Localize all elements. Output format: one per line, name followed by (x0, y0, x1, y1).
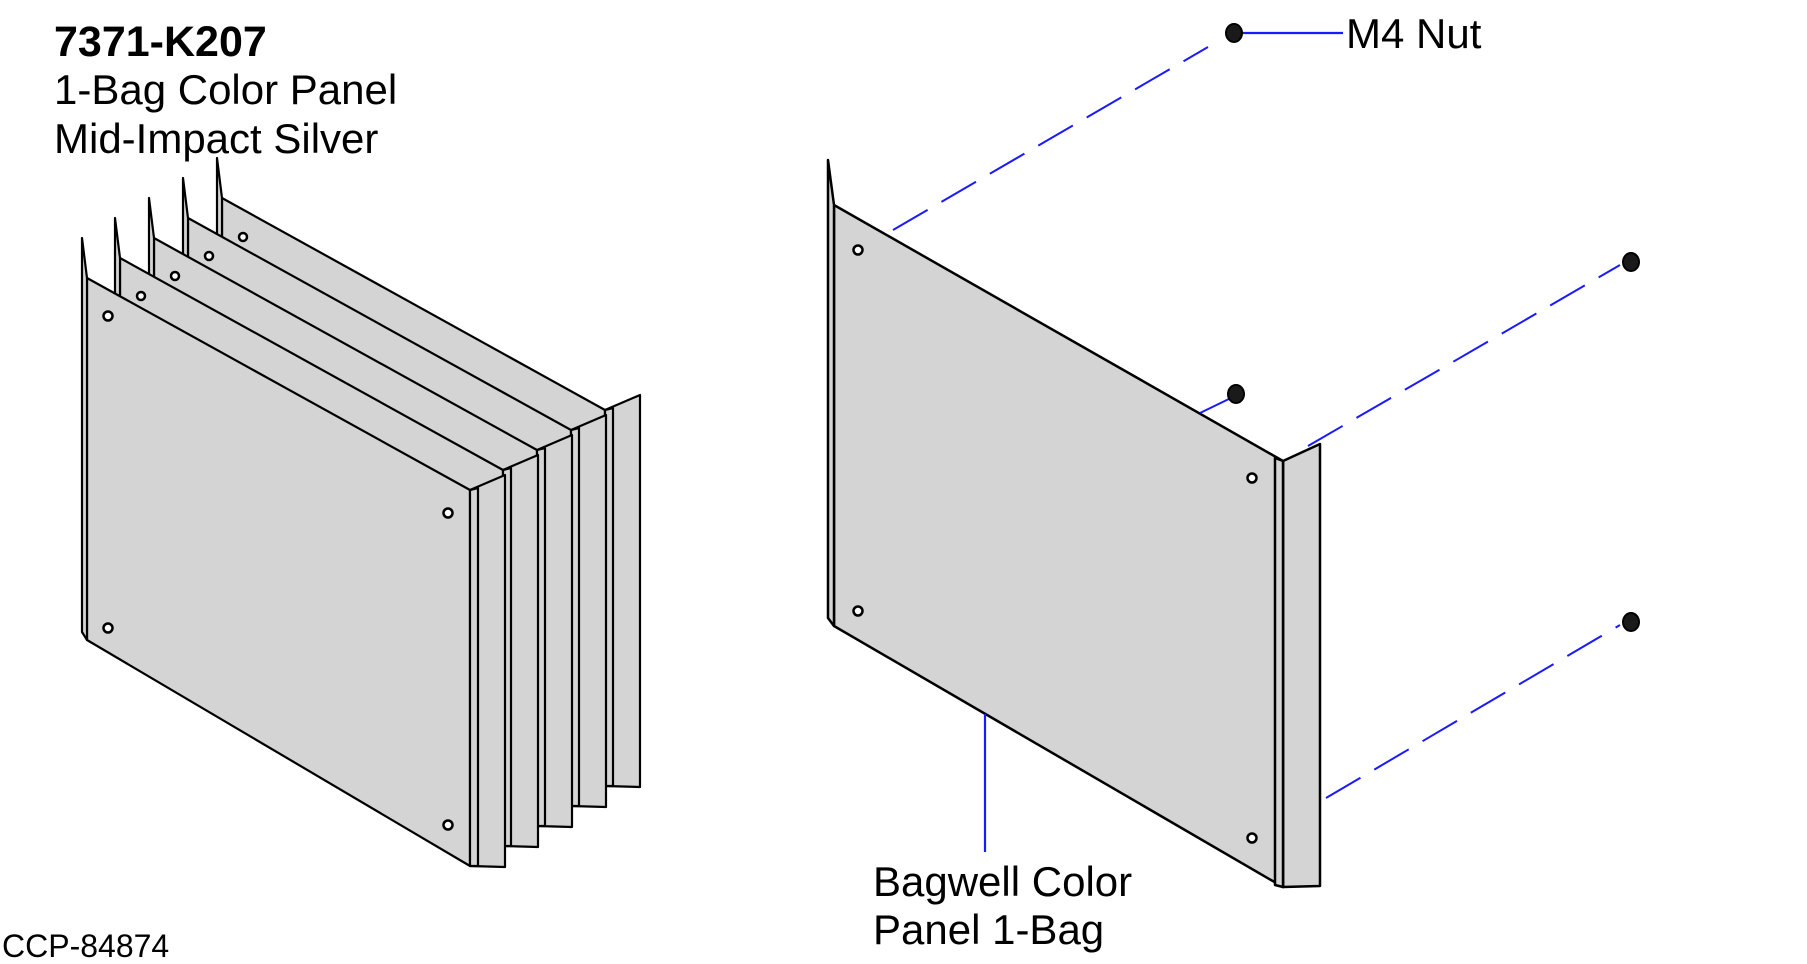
panel-tab (826, 158, 836, 628)
nut-icon (1227, 384, 1245, 404)
screw-hole (1246, 472, 1258, 484)
screw-hole (237, 231, 249, 243)
panel-callout-line1: Bagwell Color (873, 858, 1133, 905)
screw-hole (169, 270, 181, 282)
panel-fold (1273, 456, 1285, 889)
nut-callout-label: M4 Nut (1346, 10, 1482, 57)
assembly-line (1307, 264, 1621, 447)
m4-nuts (1225, 23, 1640, 632)
assembly-lines (892, 46, 1621, 799)
panel-callout-line2: Panel 1-Bag (873, 906, 1105, 953)
screw-hole (203, 250, 215, 262)
screw-hole (442, 507, 454, 519)
stack-screw-holes (102, 231, 454, 831)
screw-hole (852, 605, 864, 617)
panel-screw-holes (852, 244, 1258, 844)
assembly-line (892, 46, 1209, 231)
part-number: 7371-K207 (54, 18, 267, 66)
screw-hole (442, 819, 454, 831)
screw-hole (852, 244, 864, 256)
assembly-line (1325, 624, 1621, 799)
screw-hole (135, 290, 147, 302)
screw-hole (102, 310, 114, 322)
kit-description-line2: Mid-Impact Silver (54, 115, 379, 162)
bagwell-panel (826, 158, 1322, 889)
assembly-line (1199, 396, 1234, 414)
nut-icon (1225, 23, 1243, 43)
screw-hole (102, 622, 114, 634)
kit-description-line1: 1-Bag Color Panel (54, 66, 398, 113)
panel-flange (1281, 442, 1322, 889)
panel-face (832, 203, 1285, 889)
nut-icon (1622, 612, 1640, 632)
panel-stack (80, 156, 642, 869)
screw-hole (1246, 832, 1258, 844)
drawing-id: CCP-84874 (2, 928, 170, 964)
leader-lines (983, 31, 1343, 852)
nut-icon (1622, 252, 1640, 272)
